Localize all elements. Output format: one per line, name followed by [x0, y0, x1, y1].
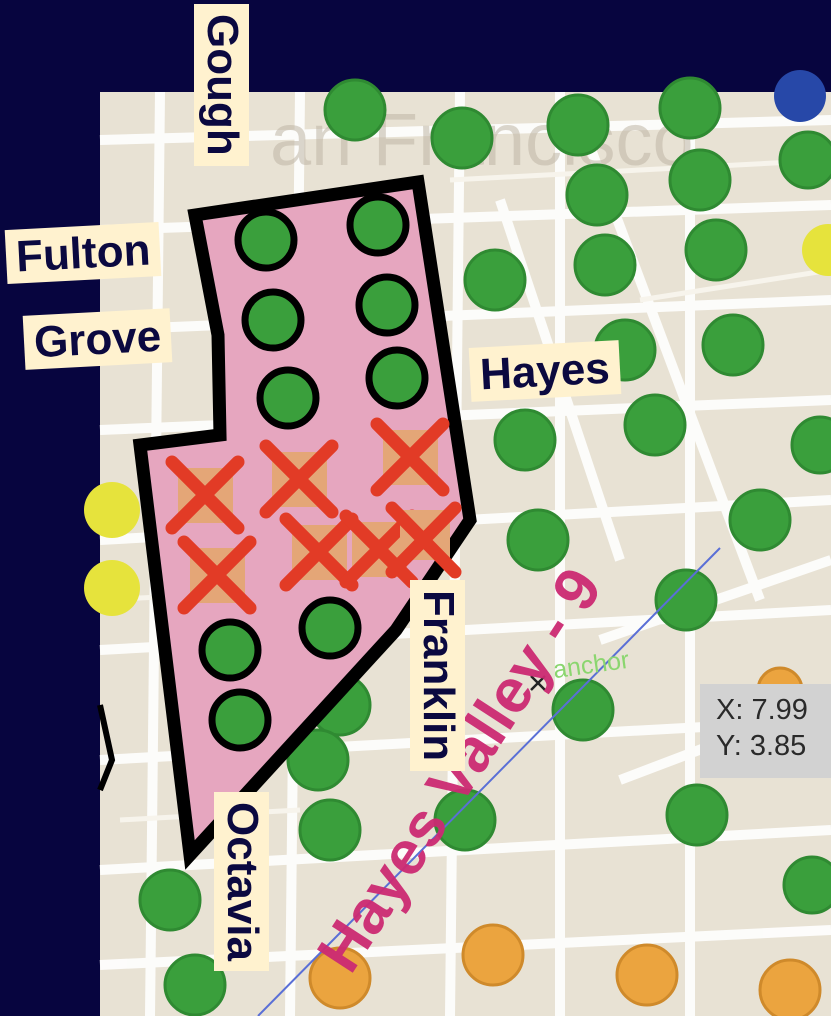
removed-marker: [370, 417, 450, 497]
removed-marker: [259, 439, 339, 519]
yellow-marker: [802, 224, 831, 276]
removed-marker: [165, 455, 245, 535]
x-mark-icon: [165, 455, 245, 535]
kept-markers: [198, 193, 429, 752]
street-label-octavia: Octavia: [214, 792, 269, 971]
green-markers: [138, 76, 831, 1016]
map-edge-fragment: [97, 704, 116, 792]
x-mark-icon: [259, 439, 339, 519]
measure-line: [257, 547, 721, 1016]
crosshair-icon: [530, 675, 546, 691]
street-label-gough: Gough: [194, 4, 249, 166]
removed-marker: [177, 535, 257, 615]
removed-marker: [385, 501, 462, 579]
x-mark-icon: [177, 535, 257, 615]
coordinate-readout: X: 7.99 Y: 3.85: [700, 684, 831, 778]
blue-marker: [774, 70, 826, 122]
yellow-marker: [84, 560, 140, 616]
street-label-franklin: Franklin: [410, 580, 465, 772]
x-mark-icon: [370, 417, 450, 497]
street-label-fulton: Fulton: [4, 221, 162, 285]
removed-marker: [279, 512, 359, 592]
coordinate-x: X: 7.99: [716, 694, 808, 726]
outer-markers: [84, 70, 831, 616]
removed-markers: [165, 417, 462, 615]
street-label-hayes: Hayes: [468, 340, 621, 402]
yellow-marker: [84, 482, 140, 538]
x-mark-icon: [279, 512, 359, 592]
orange-markers: [308, 666, 822, 1016]
street-label-grove: Grove: [22, 308, 173, 370]
coordinate-y: Y: 3.85: [716, 730, 807, 762]
x-mark-icon: [385, 501, 462, 579]
